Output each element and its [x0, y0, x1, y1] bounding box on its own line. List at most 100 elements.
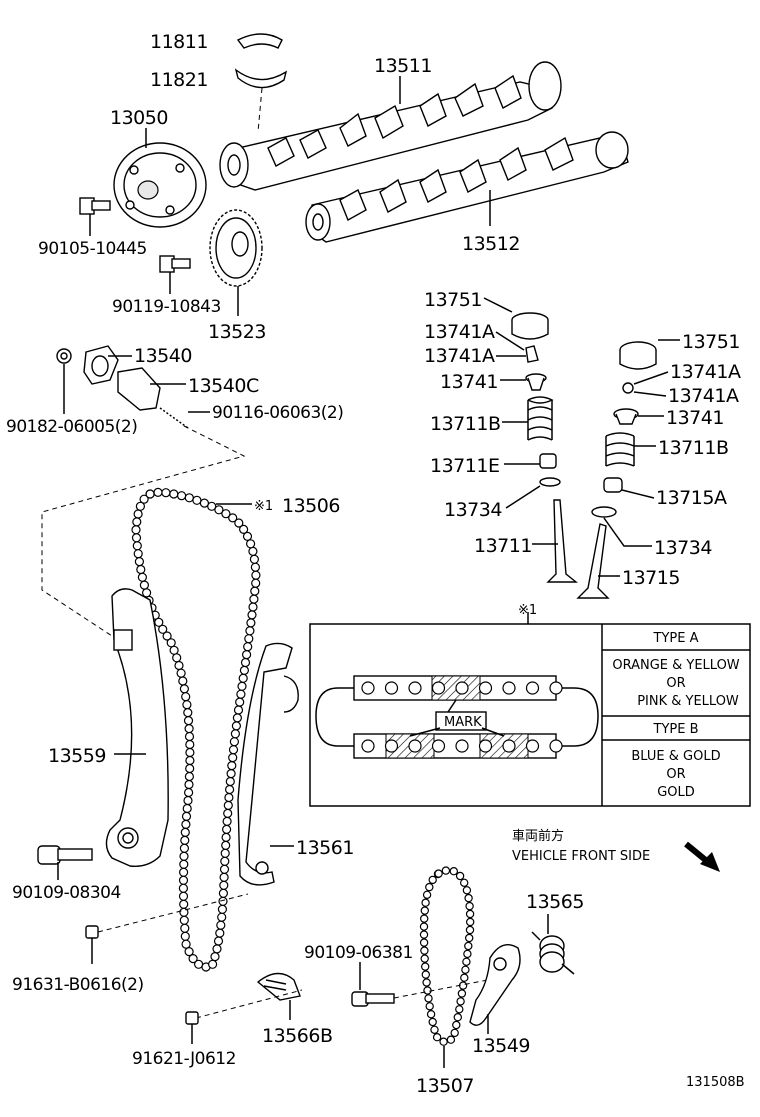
chain-link [223, 800, 233, 811]
chain-link [169, 645, 179, 655]
chain-link [224, 792, 234, 803]
part-labels: 11811 11821 13511 13050 13512 90105-1044… [6, 31, 745, 1097]
chain-link [227, 760, 237, 771]
chain-link [457, 989, 467, 998]
chain-link [214, 505, 224, 515]
label-91631-b0616: 91631-B0616(2) [12, 975, 144, 995]
direction-note-en: VEHICLE FRONT SIDE [512, 849, 650, 864]
chain-link [174, 660, 184, 671]
chain-link [179, 843, 189, 853]
leader-dash-91631 [97, 893, 249, 933]
mark-label-box [435, 711, 487, 731]
chain-link [219, 872, 229, 882]
chain-link [423, 986, 432, 995]
chain-link [182, 803, 192, 814]
chain-link [431, 739, 446, 753]
leader-13741a-left-1 [495, 331, 525, 351]
chain-link [441, 866, 451, 875]
chain-link [169, 489, 179, 499]
label-13511: 13511 [374, 55, 432, 77]
lifter-13751-right [619, 341, 657, 370]
chain-link [455, 681, 469, 695]
label-13711b-right: 13711B [658, 437, 728, 459]
chain-link [243, 642, 253, 652]
note-mark-box: ※1 [518, 603, 537, 618]
chain-link [235, 697, 245, 707]
chain-link [408, 681, 422, 695]
chain-link [145, 489, 155, 499]
type-b-header: TYPE B [653, 722, 699, 737]
label-13507: 13507 [416, 1075, 474, 1097]
chain-link [232, 713, 242, 723]
chain-link [239, 524, 249, 535]
note-mark-chain: ※1 [254, 499, 273, 514]
label-13741a-right-2: 13741A [668, 385, 739, 407]
chain-link [218, 888, 228, 898]
chain-link [461, 965, 470, 975]
seal-13715a [603, 477, 623, 493]
leader-13715a [621, 489, 655, 499]
chain-link [422, 978, 431, 987]
chain-link [180, 931, 190, 941]
chain-link [240, 657, 251, 668]
chain-link [177, 491, 187, 501]
chain-link [179, 899, 189, 909]
vvt-gear-13050 [113, 142, 207, 228]
chain-link [185, 747, 195, 758]
type-b-line3: GOLD [657, 785, 695, 800]
label-13512: 13512 [462, 233, 520, 255]
chain-link [245, 626, 255, 636]
type-a-line2: OR [666, 676, 685, 691]
chain-link [439, 1037, 448, 1046]
chain-link [236, 689, 246, 699]
chain-link [162, 631, 172, 641]
chain-link [419, 930, 429, 939]
retainer-13741-left [525, 373, 547, 391]
chain-link [133, 549, 143, 559]
chain-link [446, 1035, 456, 1044]
chain-link [132, 541, 142, 551]
chain-link [181, 811, 192, 822]
chain-link [247, 610, 257, 620]
chain-link [131, 525, 141, 535]
chain-link [465, 909, 475, 919]
label-13711: 13711 [474, 535, 532, 557]
chain-link [419, 938, 429, 947]
chain-link [217, 904, 227, 914]
chain-link [384, 739, 399, 753]
tensioner-arm-13549 [469, 944, 521, 1026]
chain-link [194, 959, 204, 969]
chain-link [166, 638, 176, 648]
chain-link [221, 509, 231, 519]
chain-link [139, 494, 149, 504]
label-13540: 13540 [134, 345, 192, 367]
chain-link [215, 928, 225, 938]
chain-link [234, 518, 244, 528]
chain-link [465, 925, 475, 935]
chain-link [136, 564, 146, 575]
chain-link [456, 997, 465, 1006]
chain-link [219, 880, 229, 890]
chain-link [244, 634, 254, 644]
chain-link [460, 973, 469, 982]
chain-link [183, 715, 194, 726]
seat-13734-left [539, 477, 561, 487]
label-13751-right: 13751 [682, 331, 740, 353]
chain-link [221, 832, 231, 843]
chain-guide-13561 [237, 642, 299, 886]
label-13741-left: 13741 [440, 371, 498, 393]
bolt-90119 [159, 255, 191, 273]
chain-link [460, 878, 469, 888]
chain-link [462, 957, 471, 967]
chain-link [384, 681, 399, 695]
label-13561: 13561 [296, 837, 354, 859]
label-13751-left: 13751 [424, 289, 482, 311]
type-a-line3: PINK & YELLOW [637, 694, 739, 709]
chain-link [525, 739, 540, 753]
bolt-91631 [85, 925, 99, 939]
label-13741a-right-1: 13741A [670, 361, 741, 383]
chain-link [463, 949, 472, 959]
type-b-line1: BLUE & GOLD [631, 749, 720, 764]
nut-90182 [56, 348, 72, 364]
